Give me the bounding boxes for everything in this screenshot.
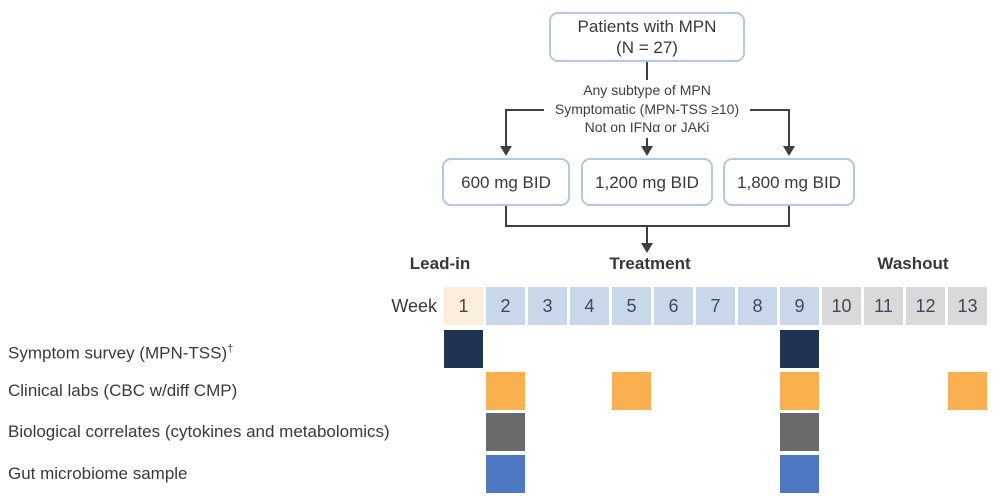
- marker-cell-week-9: [780, 454, 819, 493]
- phase-label-leadin: Lead-in: [409, 254, 471, 273]
- patients-box-line2: (N = 27): [616, 38, 678, 57]
- criteria-line-2: Symptomatic (MPN-TSS ≥10): [554, 100, 740, 117]
- empty-cell-week-8: [738, 455, 777, 493]
- empty-cell-week-5: [612, 413, 651, 451]
- assessment-row-2: Biological correlates (cytokines and met…: [0, 413, 1000, 451]
- empty-cell-week-1: [444, 455, 483, 493]
- assessment-marker-cells-3: [444, 454, 990, 493]
- assessment-label-footnote-marker: †: [227, 343, 234, 355]
- merge-line: [505, 206, 790, 227]
- empty-cell-week-1: [444, 372, 483, 410]
- empty-cell-week-7: [696, 455, 735, 493]
- empty-cell-week-11: [864, 372, 903, 410]
- empty-cell-week-6: [654, 455, 693, 493]
- empty-cell-week-8: [738, 330, 777, 368]
- dose-box-1200: 1,200 mg BID: [581, 158, 713, 206]
- empty-cell-week-5: [612, 330, 651, 368]
- week-cell-8: 8: [738, 287, 777, 325]
- week-cell-6: 6: [654, 287, 693, 325]
- empty-cell-week-10: [822, 330, 861, 368]
- empty-cell-week-10: [822, 455, 861, 493]
- empty-cell-week-2: [486, 330, 525, 368]
- marker-cell-week-9: [780, 330, 819, 368]
- empty-cell-week-3: [528, 413, 567, 451]
- empty-cell-week-11: [864, 455, 903, 493]
- empty-cell-week-4: [570, 372, 609, 410]
- phase-label-washout: Washout: [877, 254, 949, 273]
- empty-cell-week-5: [612, 455, 651, 493]
- empty-cell-week-10: [822, 372, 861, 410]
- week-cell-11: 11: [864, 287, 903, 325]
- assessment-marker-cells-0: [444, 330, 990, 368]
- marker-cell-week-5: [612, 371, 651, 410]
- criteria-line-1: Any subtype of MPN: [583, 82, 711, 98]
- empty-cell-week-8: [738, 372, 777, 410]
- assessment-row-1: Clinical labs (CBC w/diff CMP): [0, 371, 1000, 410]
- week-cell-5: 5: [612, 287, 651, 325]
- week-cell-7: 7: [696, 287, 735, 325]
- empty-cell-week-11: [864, 413, 903, 451]
- week-cell-12: 12: [906, 287, 945, 325]
- assessment-label-3: Gut microbiome sample: [8, 463, 188, 483]
- empty-cell-week-12: [906, 413, 945, 451]
- marker-cell-week-2: [486, 413, 525, 451]
- phase-label-treatment: Treatment: [609, 254, 691, 273]
- assessment-label-1: Clinical labs (CBC w/diff CMP): [8, 380, 238, 400]
- empty-cell-week-12: [906, 330, 945, 368]
- marker-cell-week-9: [780, 371, 819, 410]
- empty-cell-week-4: [570, 330, 609, 368]
- dose-box-600: 600 mg BID: [442, 158, 570, 206]
- empty-cell-week-13: [948, 330, 987, 368]
- assessment-marker-cells-1: [444, 371, 990, 410]
- empty-cell-week-3: [528, 455, 567, 493]
- empty-cell-week-6: [654, 330, 693, 368]
- empty-cell-week-7: [696, 372, 735, 410]
- patients-box: Patients with MPN (N = 27): [549, 12, 745, 62]
- arrowhead-dose-2: [641, 146, 653, 156]
- week-cell-13: 13: [948, 287, 987, 325]
- empty-cell-week-7: [696, 413, 735, 451]
- empty-cell-week-11: [864, 330, 903, 368]
- patients-box-line1: Patients with MPN: [577, 17, 717, 36]
- arrowhead-timeline: [641, 243, 653, 253]
- assessment-grid: Symptom survey (MPN-TSS)† Clinical labs (…: [0, 330, 1000, 496]
- empty-cell-week-13: [948, 455, 987, 493]
- marker-cell-week-9: [780, 413, 819, 451]
- criteria-line-3: Not on IFNα or JAKi: [584, 119, 710, 135]
- week-row-label: Week: [391, 296, 437, 316]
- empty-cell-week-6: [654, 372, 693, 410]
- empty-cell-week-6: [654, 413, 693, 451]
- empty-cell-week-3: [528, 330, 567, 368]
- week-cell-2: 2: [486, 287, 525, 325]
- empty-cell-week-10: [822, 413, 861, 451]
- assessment-label-0: Symptom survey (MPN-TSS)†: [8, 343, 234, 363]
- assessment-label-2: Biological correlates (cytokines and met…: [8, 422, 390, 441]
- week-cell-10: 10: [822, 287, 861, 325]
- empty-cell-week-4: [570, 413, 609, 451]
- marker-cell-week-13: [948, 371, 987, 410]
- arrowhead-dose-1: [500, 146, 512, 156]
- empty-cell-week-8: [738, 413, 777, 451]
- marker-cell-week-2: [486, 371, 525, 410]
- empty-cell-week-1: [444, 413, 483, 451]
- marker-cell-week-1: [444, 330, 483, 368]
- arrowhead-dose-3: [783, 146, 795, 156]
- empty-cell-week-7: [696, 330, 735, 368]
- assessment-row-0: Symptom survey (MPN-TSS)†: [0, 330, 1000, 368]
- assessment-marker-cells-2: [444, 413, 990, 451]
- empty-cell-week-12: [906, 455, 945, 493]
- week-cell-9: 9: [780, 287, 819, 325]
- empty-cell-week-12: [906, 372, 945, 410]
- week-cell-3: 3: [528, 287, 567, 325]
- empty-cell-week-13: [948, 413, 987, 451]
- marker-cell-week-2: [486, 454, 525, 493]
- eligibility-criteria: Any subtype of MPN Symptomatic (MPN-TSS …: [497, 81, 797, 137]
- week-cell-4: 4: [570, 287, 609, 325]
- empty-cell-week-4: [570, 455, 609, 493]
- dose-box-1800: 1,800 mg BID: [723, 158, 855, 206]
- empty-cell-week-3: [528, 372, 567, 410]
- assessment-row-3: Gut microbiome sample: [0, 454, 1000, 493]
- week-cell-1: 1: [444, 287, 483, 325]
